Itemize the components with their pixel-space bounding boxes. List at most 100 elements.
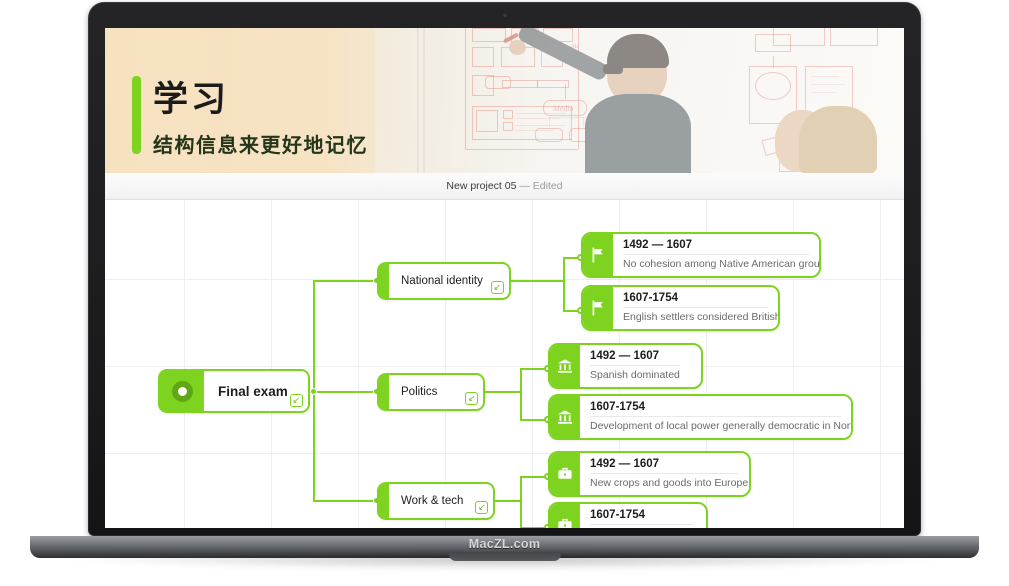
branch-node-body[interactable]: National identity ↙ — [377, 262, 511, 300]
leaf-node-content: 1492 — 1607 New crops and goods into Eur… — [580, 453, 749, 495]
connector-branch3-spine — [520, 476, 523, 528]
mindmap-branch-node-2[interactable]: Politics ↙ — [377, 373, 486, 411]
person-hair — [799, 106, 877, 173]
branch-accent-bar — [379, 484, 389, 518]
leaf-period: 1492 — 1607 — [590, 350, 680, 366]
leaf-detail: New crops and goods into Europe — [590, 477, 749, 489]
person-hair — [607, 34, 669, 68]
branch-node-body[interactable]: Work & tech ↙ — [377, 482, 496, 520]
sketch-box — [755, 34, 791, 52]
sketch-image-box — [472, 47, 494, 67]
briefcase-icon — [550, 453, 580, 495]
root-node-body[interactable]: Final exam ↙ — [158, 369, 310, 413]
banner-accent-bar — [132, 76, 141, 154]
sketch-tick — [503, 122, 513, 131]
sketch-video-box — [476, 110, 498, 132]
connector-branch3-leaf1 — [520, 476, 548, 479]
leaf-node-body[interactable]: 1607-1754 English settlers considered Br… — [581, 285, 780, 331]
mindmap-branch-node-3[interactable]: Work & tech ↙ — [377, 482, 496, 520]
leaf-node-content: 1607-1754 Development of local power gen… — [580, 396, 851, 438]
mindmap-leaf-node-3-1[interactable]: 1492 — 1607 New crops and goods into Eur… — [548, 451, 751, 497]
sketch-connector — [549, 117, 551, 127]
branch-accent-bar — [379, 375, 389, 409]
sketch-circle — [755, 72, 791, 100]
sketch-node — [535, 128, 563, 142]
branch-collapse-button[interactable]: ↙ — [490, 281, 504, 294]
connector-branch1-leaf2 — [563, 310, 581, 313]
briefcase-icon — [550, 504, 580, 528]
leaf-node-body[interactable]: 1492 — 1607 Spanish dominated — [548, 343, 703, 389]
whiteboard-seam — [417, 28, 419, 173]
laptop-base — [30, 536, 979, 558]
leaf-node-content: 1492 — 1607 Spanish dominated — [580, 345, 690, 387]
leaf-period: 1492 — 1607 — [590, 458, 739, 474]
branch-collapse-button[interactable]: ↙ — [465, 392, 479, 405]
laptop-shadow — [60, 556, 949, 570]
branch-node-label: National identity — [401, 275, 483, 287]
connector-branch3-leaf2 — [520, 527, 548, 528]
connector-spine-branch-2 — [313, 391, 377, 394]
leaf-node-body[interactable]: 1607-1754 Development of local power gen… — [548, 394, 853, 440]
bank-icon — [550, 396, 580, 438]
mindmap-leaf-node-2-1[interactable]: 1492 — 1607 Spanish dominated — [548, 343, 703, 389]
connector-branch2-spine — [520, 368, 523, 421]
branch-collapse-button[interactable]: ↙ — [475, 501, 489, 514]
connector-branch1-out — [493, 280, 565, 283]
sketch-rule — [811, 76, 839, 78]
flag-icon — [583, 234, 613, 276]
leaf-detail: Spanish dominated — [590, 369, 680, 381]
sketch-line-box — [502, 80, 538, 88]
mindmap-root-node[interactable]: Final exam ↙ — [158, 369, 310, 413]
webcam-icon — [502, 13, 507, 18]
site-watermark: MacZL.com — [468, 537, 541, 551]
flag-icon — [583, 287, 613, 329]
glasses-icon — [603, 64, 623, 74]
branch-node-body[interactable]: Politics ↙ — [377, 373, 486, 411]
connector-branch1-spine — [563, 257, 566, 312]
leaf-period: 1607-1754 — [590, 401, 841, 417]
connector-dot-root[interactable] — [310, 388, 317, 395]
leaf-node-body[interactable]: 1492 — 1607 New crops and goods into Eur… — [548, 451, 751, 497]
leaf-node-body[interactable]: 1607-1754 Trade in New England — [548, 502, 708, 528]
sketch-device — [749, 66, 797, 124]
sketch-box — [830, 28, 878, 46]
whiteboard-seam — [423, 28, 425, 173]
sketch-image-box — [472, 75, 494, 96]
leaf-node-body[interactable]: 1492 — 1607 No cohesion among Native Ame… — [581, 232, 821, 278]
laptop-base-notch — [448, 552, 561, 561]
branch-accent-bar — [379, 264, 389, 298]
leaf-detail: English settlers considered British — [623, 311, 780, 323]
target-ring-icon — [160, 371, 204, 411]
document-status: Edited — [532, 180, 563, 192]
sketch-label: pic — [571, 42, 580, 50]
leaf-detail: Development of local power generally dem… — [590, 420, 853, 432]
app-title-bar: New project 05 — Edited — [105, 173, 904, 200]
document-title: New project 05 — Edited — [446, 180, 562, 192]
mindmap-leaf-node-3-2[interactable]: 1607-1754 Trade in New England — [548, 502, 708, 528]
sketch-rule — [516, 125, 566, 127]
sketch-rule — [516, 118, 560, 120]
sketch-box — [472, 28, 506, 42]
laptop-screen: pic Media — [105, 28, 904, 528]
document-name: New project 05 — [446, 180, 517, 192]
connector-spine-branch-3 — [313, 500, 377, 503]
banner-subtitle: 结构信息来更好地记忆 — [153, 135, 368, 157]
mindmap-canvas[interactable]: Final exam ↙ National identity ↙ Politic… — [105, 200, 904, 528]
bank-icon — [550, 345, 580, 387]
sketch-arrow — [773, 56, 775, 68]
leaf-period: 1607-1754 — [623, 292, 768, 308]
mindmap-leaf-node-1-1[interactable]: 1492 — 1607 No cohesion among Native Ame… — [581, 232, 821, 278]
root-collapse-button[interactable]: ↙ — [289, 394, 303, 407]
person-hand — [509, 40, 526, 55]
person-torso — [585, 94, 691, 173]
mindmap-leaf-node-2-2[interactable]: 1607-1754 Development of local power gen… — [548, 394, 853, 440]
connector-spine-branch-1 — [313, 280, 377, 283]
sketch-connector — [583, 117, 585, 127]
sketch-label: Media — [553, 104, 574, 113]
mindmap-leaf-node-1-2[interactable]: 1607-1754 English settlers considered Br… — [581, 285, 780, 331]
mindmap-branch-node-1[interactable]: National identity ↙ — [377, 262, 511, 300]
whiteboard-photo: pic Media — [375, 28, 904, 173]
sketch-rule — [811, 84, 845, 86]
connector-branch2-leaf2 — [520, 419, 548, 422]
